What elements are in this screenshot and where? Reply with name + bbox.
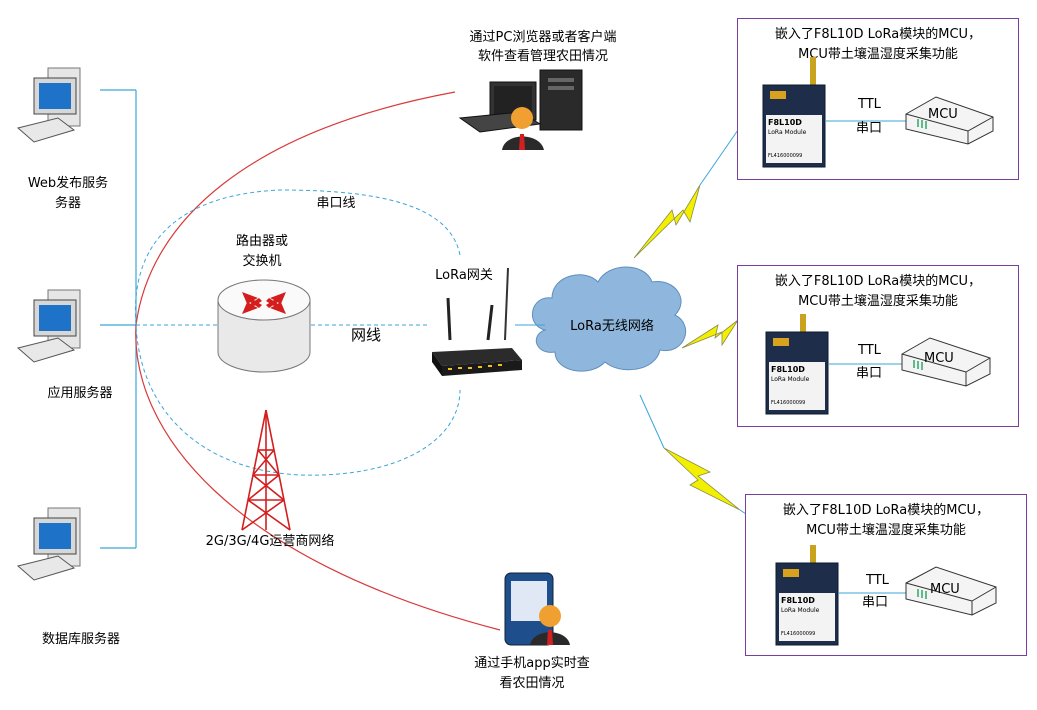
node-caption-line1: 嵌入了F8L10D LoRa模块的MCU， [774, 27, 982, 42]
node-mcu-label: MCU [930, 582, 960, 597]
node-module-barcode: FL416000099 [781, 631, 816, 637]
node-box-3: 嵌入了F8L10D LoRa模块的MCU， MCU带土壤温湿度采集功能 F8L1… [745, 494, 1027, 656]
app-server-label: 应用服务器 [47, 386, 113, 401]
router-label-line2: 交换机 [242, 254, 282, 269]
node-module-name: F8L10D [771, 365, 805, 374]
phone-caption-line2: 看农田情况 [499, 676, 565, 691]
node-box-1: 嵌入了F8L10D LoRa模块的MCU， MCU带土壤温湿度采集功能 F8L1… [737, 18, 1019, 180]
node-module-name: F8L10D [768, 118, 802, 127]
node-mcu-label: MCU [924, 351, 954, 366]
network-line-label: 网线 [350, 326, 381, 344]
node-graphics-3 [775, 545, 997, 646]
serial-line-label: 串口线 [316, 196, 356, 211]
node-caption-line1: 嵌入了F8L10D LoRa模块的MCU， [782, 503, 990, 518]
cloud-icon [531, 266, 687, 372]
node-serial-label: 串口 [862, 595, 889, 610]
node-module-barcode: FL416000099 [768, 153, 803, 159]
web-server-label-line1: Web发布服务 [27, 176, 109, 191]
node-ttl-label: TTL [858, 343, 881, 358]
lightning-bolt-1 [633, 184, 701, 259]
node-graphics-1 [762, 57, 994, 168]
app-server-computer [16, 289, 81, 363]
db-server-computer [16, 507, 81, 581]
node-ttl-label: TTL [866, 573, 889, 588]
node-caption-line2: MCU带土壤温湿度采集功能 [798, 294, 958, 309]
node-box-2: 嵌入了F8L10D LoRa模块的MCU， MCU带土壤温湿度采集功能 F8L1… [737, 265, 1019, 427]
node-module-sub: LoRa Module [771, 376, 810, 383]
node-graphics-2 [765, 314, 991, 415]
web-server-computer [16, 67, 81, 143]
pc-caption-line2: 软件查看管理农田情况 [477, 49, 608, 64]
node-serial-label: 串口 [856, 366, 883, 381]
node-module-sub: LoRa Module [781, 607, 820, 614]
node-mcu-label: MCU [928, 107, 958, 122]
web-server-label: Web发布服务 务器 [18, 174, 118, 214]
bolt-line-3a [639, 394, 665, 449]
cloud-label: LoRa无线网络 [570, 319, 654, 334]
router-label-line1: 路由器或 [235, 234, 288, 249]
node-ttl-label: TTL [858, 97, 881, 112]
db-server-label: 数据库服务器 [41, 632, 120, 647]
lightning-bolt-3 [663, 447, 741, 511]
server-bus-lines [100, 89, 137, 549]
node-caption-line2: MCU带土壤温湿度采集功能 [798, 47, 958, 62]
web-server-label-line2: 务器 [54, 196, 81, 211]
tower-icon [241, 409, 291, 531]
gateway-icon [432, 267, 522, 376]
node-module-sub: LoRa Module [768, 129, 807, 136]
red-connection-arc [135, 91, 501, 631]
bolt-line-1 [699, 129, 739, 186]
router-icon [217, 279, 311, 373]
lightning-bolt-2 [681, 319, 739, 349]
node-caption-line2: MCU带土壤温湿度采集功能 [806, 523, 966, 538]
node-serial-label: 串口 [856, 121, 883, 136]
tower-label: 2G/3G/4G运营商网络 [205, 534, 335, 549]
node-module-barcode: FL416000099 [771, 400, 806, 406]
phone-user-icon [504, 572, 570, 646]
node-caption-line1: 嵌入了F8L10D LoRa模块的MCU， [774, 274, 982, 289]
pc-caption-line1: 通过PC浏览器或者客户端 [469, 30, 617, 45]
pc-user-icon [458, 69, 583, 150]
gateway-label: LoRa网关 [435, 268, 493, 283]
phone-caption-line1: 通过手机app实时查 [474, 656, 590, 671]
serial-line-loop [134, 189, 461, 476]
node-module-name: F8L10D [781, 596, 815, 605]
